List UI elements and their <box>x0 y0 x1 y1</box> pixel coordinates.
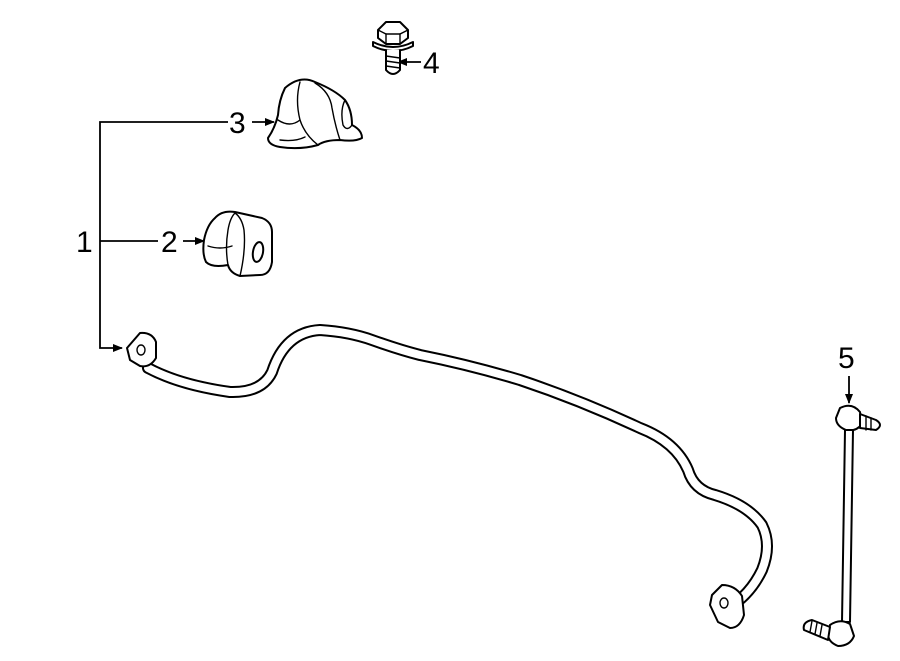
bolt-part <box>372 21 414 75</box>
callout-5: 5 <box>838 342 855 375</box>
bushing-part <box>202 210 273 277</box>
callout-3: 3 <box>229 107 246 140</box>
callout-1: 1 <box>76 226 93 259</box>
leader-1-bracket <box>99 121 228 352</box>
callout-4: 4 <box>423 47 440 80</box>
callout-2: 2 <box>161 226 178 259</box>
leader-lines <box>99 58 853 404</box>
stabilizer-link-part <box>802 404 881 647</box>
stabilizer-bar-part <box>126 324 773 629</box>
bracket-part <box>267 78 363 150</box>
